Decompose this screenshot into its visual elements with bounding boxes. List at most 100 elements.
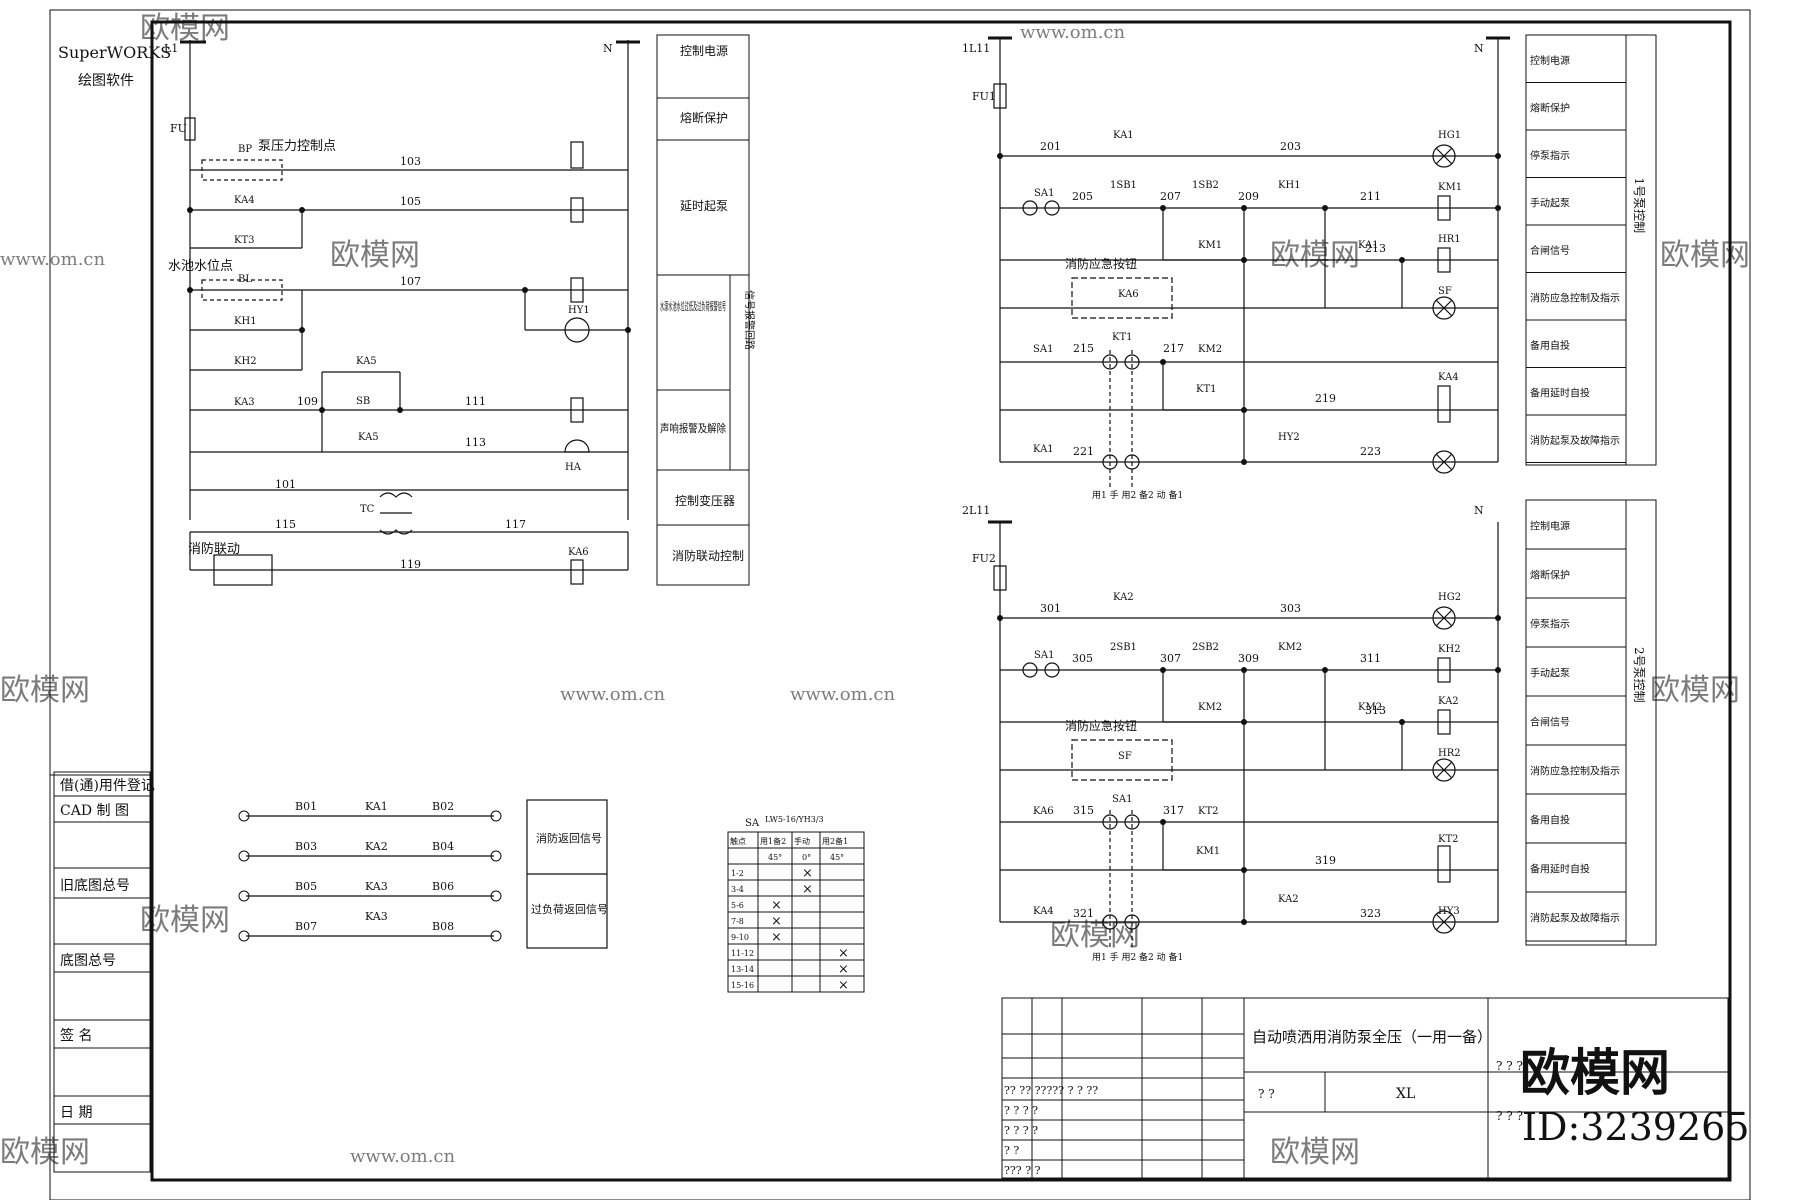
signal-contacts: [246, 799, 608, 949]
sa-row-label: 3-4: [731, 885, 744, 894]
watermark-site: www.om.cn: [0, 249, 106, 270]
title-cell: ?? ?? ????? ? ? ??: [1004, 1084, 1098, 1097]
terminal-circle: [238, 850, 250, 862]
terminal-circle: [238, 810, 250, 822]
device-tag: KT1: [1112, 332, 1133, 343]
pump1-circuit: [988, 36, 1510, 490]
wire-number: 217: [1163, 342, 1184, 355]
legend-label: 控制电源: [680, 44, 728, 58]
wire-number: 323: [1360, 907, 1381, 920]
device-tag: 1SB1: [1110, 180, 1137, 191]
terminal-label: B06: [432, 880, 454, 893]
sa-header: 用2备1: [822, 836, 848, 846]
device-tag: KA4: [1438, 372, 1459, 383]
relay-label: KA3: [365, 910, 388, 923]
registration-label: 旧底图总号: [60, 878, 130, 894]
software-subtitle: 绘图软件: [78, 73, 134, 89]
registration-label: 签 名: [60, 1027, 92, 1044]
wire-number: 209: [1238, 190, 1259, 203]
wire-number: 303: [1280, 602, 1301, 615]
sa-cell: [757, 975, 793, 993]
title-block-frame: [1001, 997, 1729, 1179]
sa-cell: [757, 863, 793, 881]
sa-cell: [791, 959, 821, 977]
device-tag: KA1: [1033, 444, 1054, 455]
device-tag: BL: [238, 274, 252, 285]
sa-cell: [819, 927, 865, 945]
watermark-brand: 欧模网: [0, 673, 90, 708]
wire-number: 305: [1072, 652, 1093, 665]
terminal-label: B05: [295, 880, 317, 893]
wire-number: 307: [1160, 652, 1181, 665]
device-tag: KA1: [1113, 130, 1134, 141]
row-label: 水池水位点: [168, 259, 233, 274]
device-tag: 1SB2: [1192, 180, 1219, 191]
sa-mark: ×: [771, 898, 782, 913]
wire-number: 105: [400, 195, 421, 208]
pump2-circuit: [988, 520, 1499, 950]
device-tag: HG1: [1438, 130, 1461, 141]
wire-number: 215: [1073, 342, 1094, 355]
row-label: 消防联动: [188, 541, 240, 557]
sa-angle: 0°: [802, 853, 811, 862]
wire-number: 117: [505, 518, 526, 531]
title-cell: ? ?: [1258, 1087, 1275, 1101]
emergency-label: 消防应急按钮: [1065, 256, 1137, 271]
device-tag: TC: [360, 504, 375, 515]
terminal-circle: [490, 890, 502, 902]
device-tag: KH2: [1438, 644, 1461, 655]
device-tag: KH1: [1278, 180, 1301, 191]
device-tag: KM2: [1198, 702, 1222, 713]
contact-legend: 过负荷返回信号: [531, 902, 608, 916]
wire-number: 111: [465, 395, 486, 408]
row-label: 泵压力控制点: [258, 139, 336, 154]
section-label: 1号泵控制: [1632, 178, 1646, 234]
watermark-brand: 欧模网: [1270, 238, 1360, 273]
legend-label: 控制变压器: [675, 493, 735, 508]
legend-label: 消防起泵及故障指示: [1530, 912, 1620, 925]
legend-label: 控制电源: [1530, 54, 1570, 67]
sa-mark: ×: [802, 882, 813, 897]
title-cell: ? ? ?: [1496, 1109, 1523, 1123]
sa-model: LW5-16/YH3/3: [765, 815, 824, 824]
title-cell: ? ?: [1004, 1144, 1019, 1157]
device-tag: KA5: [356, 356, 377, 367]
wire-number: 103: [400, 155, 421, 168]
wire-number: 101: [275, 478, 296, 491]
legend-label: 合闸信号: [1530, 716, 1570, 729]
terminal-circle: [490, 930, 502, 942]
device-tag: KA5: [358, 432, 379, 443]
legend-label: 声响报警及解除: [660, 421, 726, 435]
legend-label: 延时起泵: [680, 199, 728, 213]
drawing-code: XL: [1396, 1086, 1415, 1102]
legend-label: 备用延时自投: [1530, 386, 1590, 399]
wire-number: 203: [1280, 140, 1301, 153]
sa-row-label: 7-8: [731, 917, 744, 926]
device-tag: KH2: [234, 356, 257, 367]
wire-number: 205: [1072, 190, 1093, 203]
watermark-brand: 欧模网: [1660, 238, 1750, 273]
legend-label: 水源水池水位过低及过负荷报警信号: [660, 299, 726, 313]
sa-cell: [757, 959, 793, 977]
sa-cell: [791, 895, 821, 913]
pump-legend-labels: 控制电源熔断保护停泵指示手动起泵合闸信号消防应急控制及指示备用自投备用延时自投消…: [1526, 54, 1646, 942]
sa-angle: 45°: [830, 853, 844, 862]
legend-label: 备用自投: [1530, 814, 1570, 827]
supply-label: N: [603, 42, 613, 55]
registration-panel: [53, 771, 151, 1173]
pump-legend-frames: [1525, 34, 1657, 946]
wire-number: 311: [1360, 652, 1381, 665]
drawing-title: 自动喷洒用消防泵全压（一用一备）: [1252, 1028, 1492, 1046]
sa-header: 手动: [794, 836, 810, 846]
supply-label: L1: [164, 42, 178, 55]
registration-label: 借(通)用件登记: [60, 778, 155, 794]
device-tag: KM1: [1196, 846, 1220, 857]
legend-label: 消防起泵及故障指示: [1530, 434, 1620, 447]
wire-number: 211: [1360, 190, 1381, 203]
sa-title: SA: [745, 818, 760, 829]
sa-cell: [791, 975, 821, 993]
legend-label: 合闸信号: [1530, 244, 1570, 257]
